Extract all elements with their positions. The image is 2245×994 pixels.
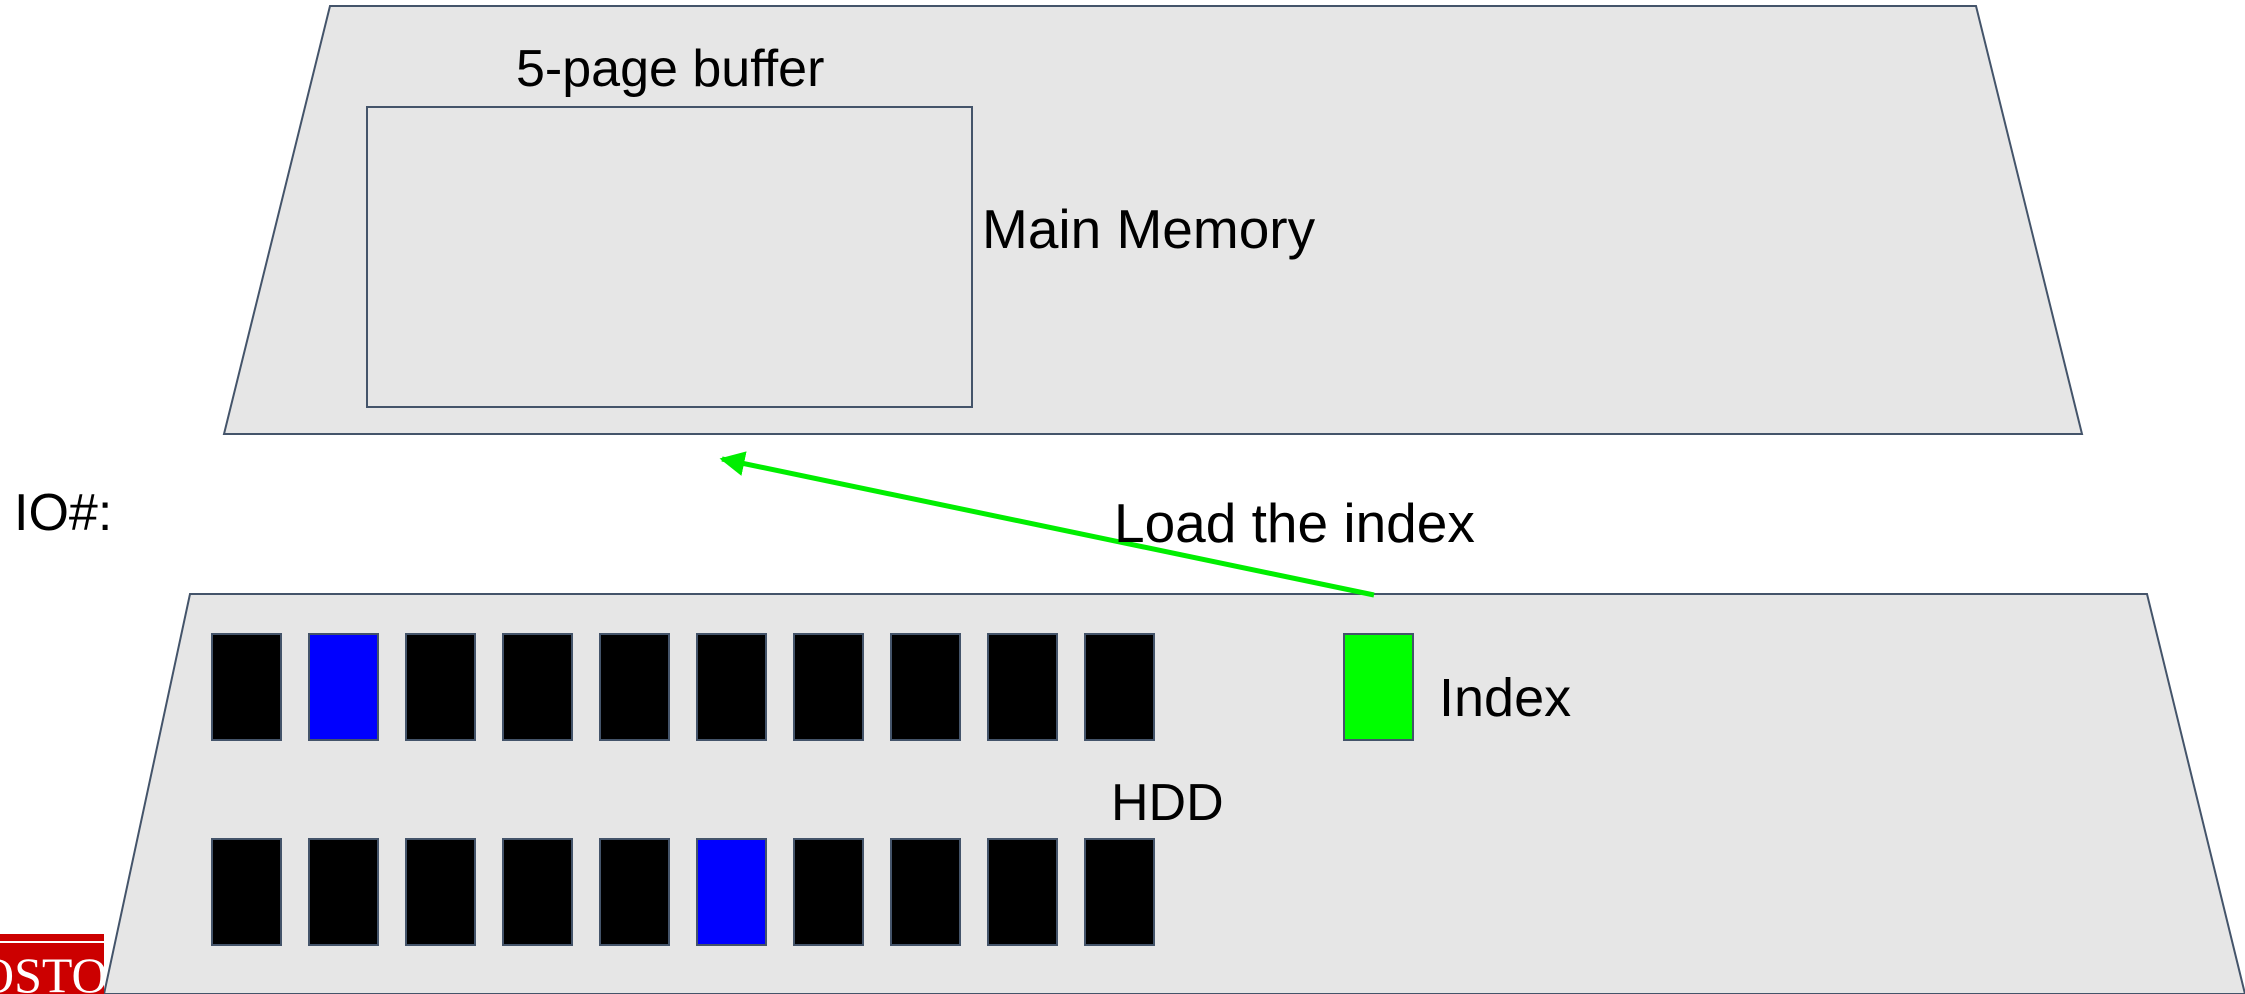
- disk-page: [987, 838, 1058, 946]
- buffer-box: [366, 106, 973, 408]
- disk-page: [211, 633, 282, 741]
- disk-page-highlighted: [308, 633, 379, 741]
- buffer-label: 5-page buffer: [516, 40, 824, 98]
- disk-page: [1084, 633, 1155, 741]
- main-memory-label: Main Memory: [982, 198, 1316, 260]
- disk-page: [502, 633, 573, 741]
- disk-page: [696, 633, 767, 741]
- disk-page: [308, 838, 379, 946]
- disk-page-highlighted: [696, 838, 767, 946]
- load-action-label: Load the index: [1114, 492, 1475, 554]
- disk-page: [1084, 838, 1155, 946]
- disk-page: [793, 838, 864, 946]
- disk-page: [211, 838, 282, 946]
- disk-page: [599, 633, 670, 741]
- index-label: Index: [1439, 668, 1571, 728]
- logo-text: OSTO: [0, 947, 108, 994]
- university-logo: OSTO: [0, 934, 108, 994]
- disk-page: [793, 633, 864, 741]
- hdd-label: HDD: [1111, 774, 1224, 832]
- disk-page: [405, 633, 476, 741]
- disk-page: [599, 838, 670, 946]
- disk-page: [987, 633, 1058, 741]
- disk-pages: [211, 633, 1155, 946]
- load-index-arrow: [719, 451, 1375, 598]
- index-page: [1343, 633, 1414, 741]
- disk-page: [890, 838, 961, 946]
- main-memory-tray: [222, 5, 2084, 435]
- disk-page: [890, 633, 961, 741]
- io-counter-label: IO#:: [14, 484, 112, 542]
- disk-page: [502, 838, 573, 946]
- disk-page: [405, 838, 476, 946]
